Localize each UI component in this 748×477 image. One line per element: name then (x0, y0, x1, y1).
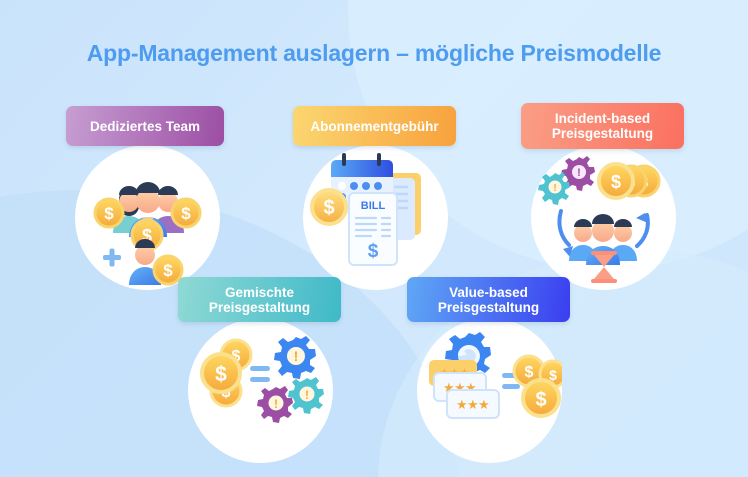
svg-text:★: ★ (443, 380, 455, 395)
svg-text:!: ! (553, 183, 556, 194)
badge-mixed-pricing[interactable]: Gemischte Preisgestaltung (178, 277, 341, 322)
star-ratings-gear-equals-coins-icon: ★★★ ★★★ ★★★ $ $ $ (429, 332, 562, 419)
bill-label: BILL (361, 200, 386, 212)
svg-text:$: $ (611, 172, 621, 192)
svg-text:$: $ (215, 363, 227, 386)
badge-label-line1: Incident-based (554, 111, 651, 126)
equals-sign (250, 366, 270, 382)
svg-text:$: $ (142, 226, 152, 246)
badge-dedicated-team[interactable]: Dediziertes Team (66, 106, 224, 146)
badge-value-based[interactable]: Value-based Preisgestaltung (407, 277, 570, 322)
svg-text:$: $ (232, 348, 241, 365)
badge-label-line1: Gemischte (224, 284, 295, 300)
badge-incident-based[interactable]: Incident-based Preisgestaltung (521, 103, 684, 149)
svg-text:!: ! (294, 348, 299, 364)
badge-label-line2: Preisgestaltung (437, 299, 540, 315)
svg-text:★: ★ (478, 397, 490, 412)
badge-label-line1: Abonnementgebühr (310, 118, 439, 134)
gears-coins-team-hourglass-cycle-icon: ! ! $ $ $ (538, 156, 661, 283)
svg-text:$: $ (368, 241, 379, 262)
svg-text:$: $ (323, 197, 334, 219)
svg-text:!: ! (274, 397, 278, 411)
badge-label-line2: Preisgestaltung (208, 299, 311, 315)
svg-text:★: ★ (467, 397, 479, 412)
svg-text:$: $ (163, 261, 173, 280)
badge-subscription-fee[interactable]: Abonnementgebühr (293, 106, 456, 146)
coins-equals-gears-icon: $ $ $ ! ! (200, 336, 324, 423)
calendar-bill-coin-icon: $ BILL $ (310, 153, 421, 266)
badge-label-line1: Value-based (449, 284, 528, 300)
svg-text:$: $ (525, 364, 534, 381)
svg-text:$: $ (535, 389, 546, 411)
svg-text:$: $ (549, 367, 557, 383)
badge-label-line1: Dediziertes Team (89, 118, 201, 134)
svg-text:★: ★ (454, 380, 466, 395)
svg-text:★: ★ (465, 380, 477, 395)
svg-text:★: ★ (456, 397, 468, 412)
svg-text:!: ! (577, 167, 581, 179)
team-with-coins-plus-person-icon: $ $ $ $ (93, 182, 202, 286)
svg-text:$: $ (104, 204, 114, 223)
svg-text:!: ! (305, 388, 309, 402)
page-title: App-Management auslagern – mögliche Prei… (86, 40, 662, 66)
svg-text:$: $ (181, 204, 191, 223)
badge-label-line2: Preisgestaltung (551, 126, 654, 141)
